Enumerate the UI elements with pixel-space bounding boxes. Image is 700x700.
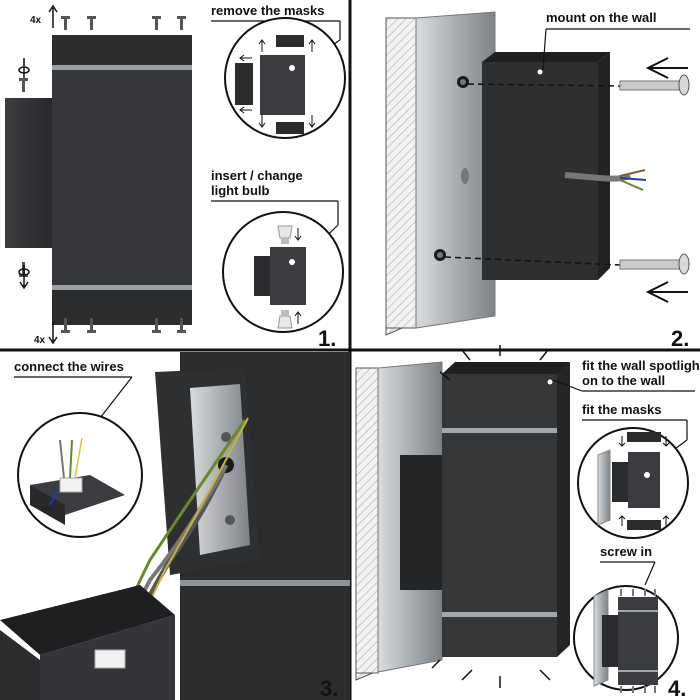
shine-marks	[431, 345, 551, 688]
fit-masks-detail	[597, 432, 670, 530]
label-fit-spotlight: fit the wall spotlight	[582, 358, 700, 373]
label-on-to-wall: on to the wall	[582, 373, 665, 388]
wall-section	[385, 11, 496, 336]
screw-count-top: 4x	[30, 15, 42, 26]
label-light-bulb: light bulb	[211, 183, 270, 198]
lamp-housing	[482, 52, 610, 280]
terminal-block-detail	[30, 437, 125, 525]
screw-in-detail	[593, 589, 658, 693]
label-connect-wires: connect the wires	[14, 359, 124, 374]
screw-count-bottom: 4x	[34, 335, 46, 346]
detail-circle-wires	[17, 412, 143, 538]
label-insert-change: insert / change	[211, 168, 303, 183]
open-lamp-housing	[155, 352, 350, 700]
step-number-1: 1.	[318, 326, 336, 351]
label-mount-on-wall: mount on the wall	[546, 10, 657, 25]
lamp-front-view	[5, 35, 192, 325]
step-number-2: 2.	[671, 326, 689, 351]
panel-1: 4x 4x remove the masks insert / change	[5, 3, 346, 351]
label-remove-masks: remove the masks	[211, 3, 324, 18]
label-fit-masks: fit the masks	[582, 402, 661, 417]
step-number-4: 4.	[668, 676, 686, 700]
mounted-lamp	[400, 362, 570, 657]
step-number-3: 3.	[320, 676, 338, 700]
panel-2: mount on the wall 2.	[385, 10, 690, 351]
panel-3: connect the wires	[0, 352, 350, 700]
screw-top	[467, 57, 690, 96]
screw-bottom	[444, 253, 690, 303]
lamp-bottom-part	[0, 585, 175, 700]
bulb-detail-view	[254, 225, 306, 329]
mounting-holes	[434, 76, 469, 261]
rotate-arrow-icons	[18, 4, 58, 345]
cable	[564, 169, 647, 191]
label-screw-in: screw in	[600, 544, 652, 559]
screw-icons-top	[19, 16, 186, 92]
panel-4: fit the wall spotlight on to the wall fi…	[355, 345, 700, 700]
masks-exploded-view	[235, 35, 316, 134]
